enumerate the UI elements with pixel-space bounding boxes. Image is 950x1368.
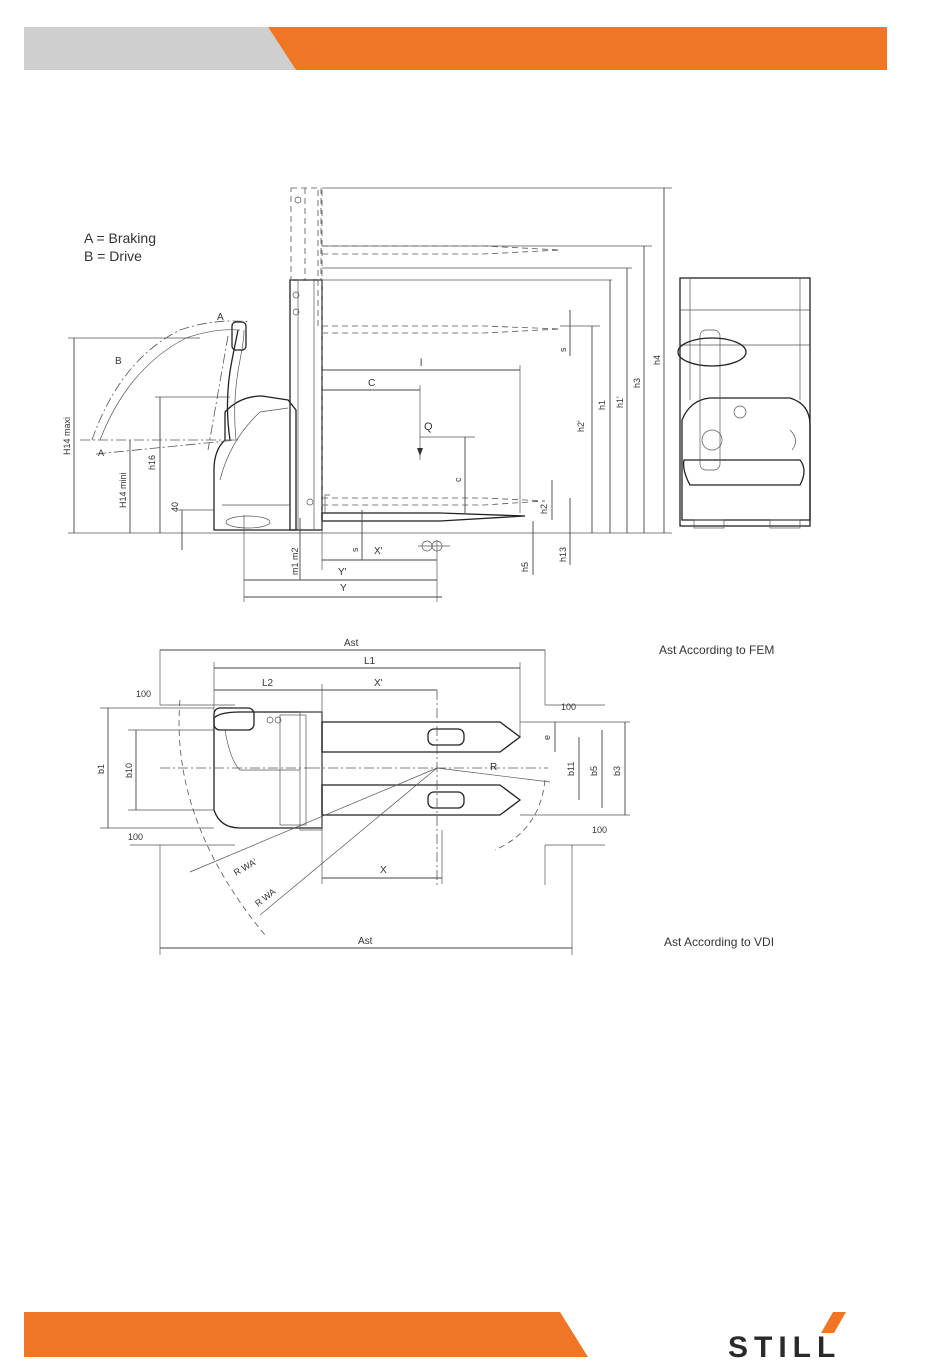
note-ast-vdi: Ast According to VDI bbox=[664, 935, 774, 949]
clearance-100-bottom-left: 100 bbox=[128, 832, 143, 842]
dim-h5: h5 bbox=[520, 562, 530, 572]
dim-h14-min: H14 mini bbox=[118, 472, 128, 508]
dim-rwa-prime: R WA' bbox=[232, 856, 259, 877]
still-logo: STILL bbox=[728, 1312, 846, 1364]
truck-body-side bbox=[214, 322, 450, 551]
dim-x-prime-top: X' bbox=[374, 678, 383, 689]
dim-h3: h3 bbox=[632, 378, 642, 388]
dim-s-bottom: s bbox=[350, 547, 360, 552]
dim-x-prime: X' bbox=[374, 546, 383, 557]
dim-s-side: s bbox=[558, 347, 568, 352]
clearance-100-top-right: 100 bbox=[561, 702, 576, 712]
dim-40: 40 bbox=[170, 502, 180, 512]
logo-orange-slash bbox=[821, 1312, 846, 1333]
clearance-100-top-left: 100 bbox=[136, 689, 151, 699]
dim-h4: h4 bbox=[652, 355, 662, 365]
dim-b5: b5 bbox=[589, 766, 599, 776]
dim-m1-m2: m1 m2 bbox=[290, 547, 300, 575]
legend-drive: B = Drive bbox=[84, 248, 142, 264]
footer-orange-bar bbox=[24, 1312, 588, 1357]
clearance-100-bottom-right: 100 bbox=[592, 825, 607, 835]
header-orange-bar bbox=[268, 27, 887, 70]
dim-l1: L1 bbox=[364, 656, 376, 667]
dim-b10: b10 bbox=[124, 763, 134, 778]
legend-braking: A = Braking bbox=[84, 230, 156, 246]
label-A-top: A bbox=[217, 312, 224, 323]
mast bbox=[290, 188, 322, 530]
dim-h1: h1 bbox=[597, 400, 607, 410]
dim-h2: h2 bbox=[539, 504, 549, 514]
side-view-drawing: A = Braking B = Drive bbox=[62, 188, 672, 602]
dim-b3: b3 bbox=[612, 766, 622, 776]
dim-h2-prime: h2' bbox=[576, 420, 586, 432]
note-ast-fem: Ast According to FEM bbox=[659, 643, 774, 657]
dim-C: C bbox=[368, 378, 375, 389]
logo-text: STILL bbox=[728, 1331, 841, 1364]
dim-ast-fem: Ast bbox=[344, 638, 359, 649]
dim-h14-max: H14 maxi bbox=[62, 417, 72, 455]
dim-h16: h16 bbox=[147, 455, 157, 470]
front-view-drawing bbox=[678, 278, 810, 528]
header-band bbox=[24, 27, 887, 70]
dim-c-lower: c bbox=[453, 477, 463, 482]
top-view-drawing: Ast L1 L2 X' X Ast b1 b10 b3 b5 b11 bbox=[96, 638, 630, 955]
dim-h13: h13 bbox=[558, 547, 568, 562]
dim-y-prime: Y' bbox=[338, 567, 347, 578]
dim-x-top: X bbox=[380, 865, 387, 876]
dim-l: l bbox=[420, 358, 422, 369]
dim-rwa: R WA bbox=[253, 886, 277, 908]
label-B: B bbox=[115, 356, 122, 367]
dim-y: Y bbox=[340, 583, 347, 594]
label-Q: Q bbox=[424, 421, 433, 433]
header-gray-bar bbox=[24, 27, 296, 70]
dim-h1-prime: h1' bbox=[615, 396, 625, 408]
dim-e: e bbox=[542, 735, 552, 740]
dim-b1: b1 bbox=[96, 764, 106, 774]
dim-r: R bbox=[490, 762, 497, 773]
truck-body-top bbox=[214, 708, 322, 830]
dim-l2: L2 bbox=[262, 678, 274, 689]
dim-b11: b11 bbox=[566, 762, 576, 776]
label-A-bottom: A bbox=[98, 448, 104, 458]
dim-ast-vdi: Ast bbox=[358, 936, 373, 947]
